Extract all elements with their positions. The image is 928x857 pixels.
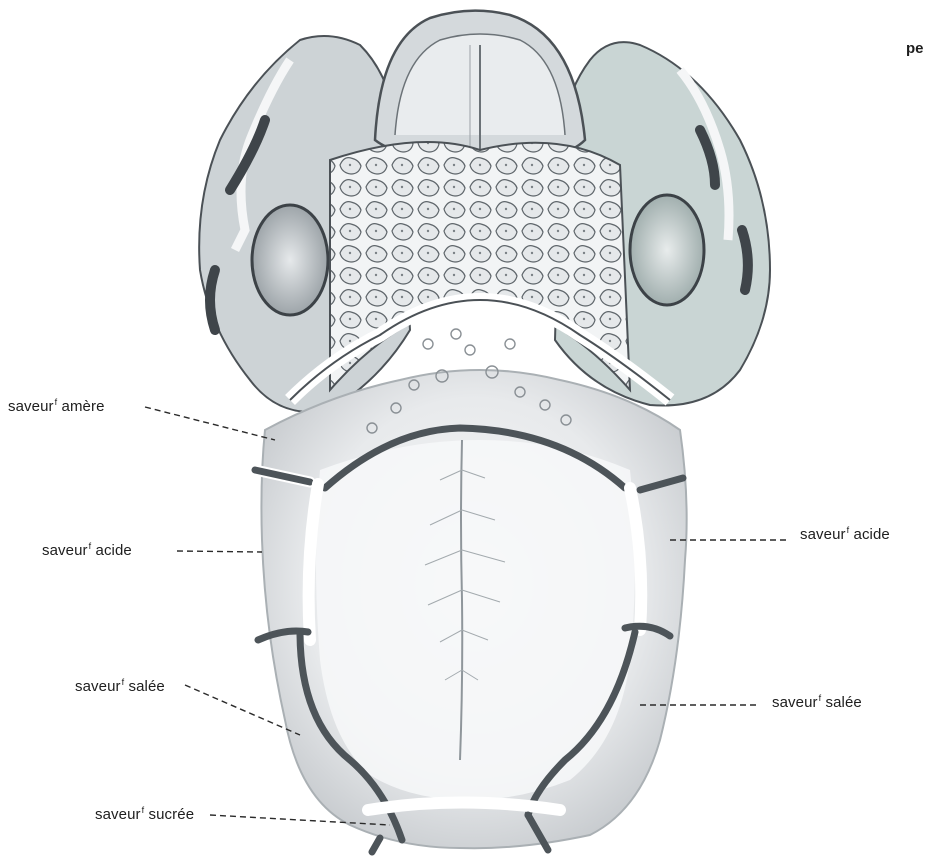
- label-saveur-acide-left: saveurf acide: [42, 541, 132, 559]
- label-saveur-salee-right: saveurf salée: [772, 693, 862, 711]
- label-saveur-salee-left: saveurf salée: [75, 677, 165, 695]
- label-saveur-acide-right: saveurf acide: [800, 525, 890, 543]
- tongue-root: [290, 142, 670, 400]
- tongue-body: [261, 329, 686, 848]
- leader-acide-left: [177, 551, 262, 552]
- label-saveur-sucree: saveurf sucrée: [95, 805, 194, 823]
- corner-text-fragment: pe: [906, 40, 924, 57]
- right-tonsil: [630, 195, 704, 305]
- leader-amere: [145, 407, 275, 440]
- epiglottis: [375, 11, 585, 161]
- left-tonsil: [252, 205, 328, 315]
- label-saveur-amere: saveurf amère: [8, 397, 105, 415]
